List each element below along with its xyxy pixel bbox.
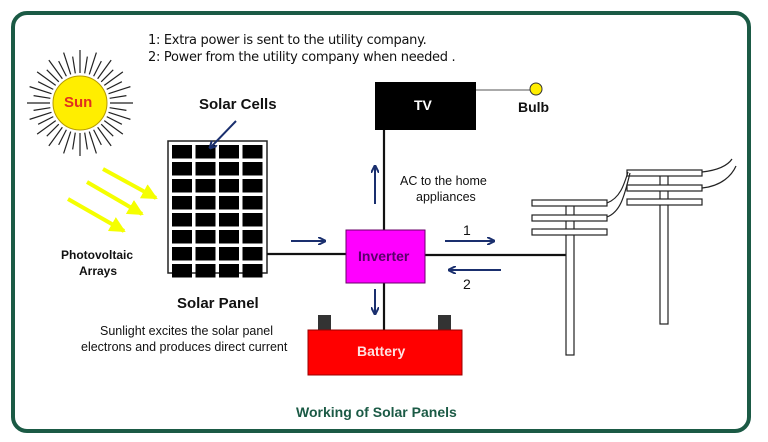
note-extra-power: 1: Extra power is sent to the utility co… bbox=[148, 33, 427, 48]
solar-cell bbox=[195, 145, 216, 159]
tv-box bbox=[375, 82, 476, 130]
sun-ray bbox=[72, 56, 76, 74]
solar-cell bbox=[172, 145, 192, 159]
solar-cell bbox=[219, 247, 239, 261]
sun-ray bbox=[48, 126, 63, 147]
sun-ray bbox=[46, 69, 60, 83]
solar-cell bbox=[242, 145, 263, 159]
solar-panel-label: Solar Panel bbox=[177, 295, 259, 312]
sun-ray bbox=[106, 81, 123, 90]
sun-ray bbox=[37, 116, 54, 125]
sun-ray bbox=[84, 132, 88, 150]
sun-ray bbox=[88, 131, 97, 154]
sun-ray bbox=[72, 132, 76, 150]
solar-cell bbox=[242, 196, 263, 210]
sun-ray bbox=[33, 107, 51, 111]
solar-cell bbox=[195, 230, 216, 244]
solar-cell bbox=[172, 230, 192, 244]
solar-cell bbox=[219, 162, 239, 176]
solar-cell bbox=[242, 264, 263, 278]
solar-cell bbox=[219, 264, 239, 278]
solar-cell bbox=[242, 162, 263, 176]
diagram-frame bbox=[11, 11, 751, 433]
sun-ray bbox=[36, 120, 57, 135]
solar-cell bbox=[195, 264, 216, 278]
sun-ray bbox=[37, 81, 54, 90]
sunlight-arrows bbox=[67, 167, 158, 233]
ac-label-2: appliances bbox=[416, 190, 476, 204]
sun-ray bbox=[108, 86, 131, 95]
sun-ray bbox=[88, 52, 97, 75]
sun-ray bbox=[48, 59, 63, 80]
sun-ray bbox=[36, 71, 57, 86]
solar-cell bbox=[219, 230, 239, 244]
solar-cell bbox=[219, 196, 239, 210]
note-utility-power: 2: Power from the utility company when n… bbox=[148, 50, 456, 65]
bulb-icon bbox=[529, 82, 543, 96]
sun-ray bbox=[29, 111, 52, 120]
sunlight-desc-1: Sunlight excites the solar panel bbox=[100, 324, 274, 338]
sun-ray bbox=[100, 69, 114, 83]
solar-cell bbox=[172, 247, 192, 261]
solar-cell bbox=[195, 196, 216, 210]
inverter-box bbox=[345, 229, 426, 284]
sun-ray bbox=[93, 129, 102, 146]
ac-label-1: AC to the home bbox=[400, 174, 487, 188]
solar-cell bbox=[172, 264, 192, 278]
sun-ray bbox=[103, 120, 124, 135]
inverter-label: Inverter bbox=[358, 248, 410, 264]
solar-cell bbox=[195, 247, 216, 261]
solar-cell bbox=[195, 179, 216, 193]
wires bbox=[267, 130, 567, 330]
sun-ray bbox=[58, 129, 67, 146]
sun-ray bbox=[108, 111, 131, 120]
solar-cells-pointer bbox=[210, 120, 237, 148]
sun-ray bbox=[109, 95, 127, 99]
sun-label: Sun bbox=[64, 94, 93, 111]
flow-out-number: 1 bbox=[463, 222, 471, 238]
sun-ray bbox=[97, 59, 112, 80]
solar-cell bbox=[242, 213, 263, 227]
sun-ray bbox=[29, 86, 52, 95]
sun-ray bbox=[93, 60, 102, 77]
sun-ray bbox=[33, 95, 51, 99]
solar-cell bbox=[219, 213, 239, 227]
solar-cell bbox=[219, 145, 239, 159]
bulb-label: Bulb bbox=[518, 99, 550, 115]
battery-icon bbox=[307, 315, 463, 376]
sun-ray bbox=[100, 123, 114, 137]
sunlight-desc-2: electrons and produces direct current bbox=[81, 340, 288, 354]
solar-cell bbox=[172, 179, 192, 193]
solar-cell bbox=[219, 179, 239, 193]
tv-label: TV bbox=[414, 97, 432, 113]
solar-cells-label: Solar Cells bbox=[199, 96, 277, 113]
sun-ray bbox=[97, 126, 112, 147]
flow-in-number: 2 bbox=[463, 276, 471, 292]
solar-cell bbox=[242, 230, 263, 244]
solar-cell bbox=[172, 162, 192, 176]
photovoltaic-label-1: Photovoltaic bbox=[61, 248, 134, 262]
photovoltaic-label-2: Arrays bbox=[79, 264, 118, 278]
sun-ray bbox=[106, 116, 123, 125]
sun-ray bbox=[84, 56, 88, 74]
solar-cell bbox=[172, 213, 192, 227]
sun-ray bbox=[63, 131, 72, 154]
diagram-caption: Working of Solar Panels bbox=[296, 404, 457, 420]
flow-arrows bbox=[291, 166, 501, 314]
sun-ray bbox=[109, 107, 127, 111]
sun-icon bbox=[27, 50, 133, 156]
solar-cell bbox=[195, 162, 216, 176]
utility-poles bbox=[531, 158, 737, 356]
sun-ray bbox=[58, 60, 67, 77]
solar-cell bbox=[242, 179, 263, 193]
battery-label: Battery bbox=[357, 343, 406, 359]
solar-panel bbox=[167, 140, 268, 278]
sun-ray bbox=[46, 123, 60, 137]
solar-cell bbox=[242, 247, 263, 261]
solar-cell bbox=[195, 213, 216, 227]
sun-ray bbox=[63, 52, 72, 75]
sun-ray bbox=[103, 71, 124, 86]
solar-cell bbox=[172, 196, 192, 210]
